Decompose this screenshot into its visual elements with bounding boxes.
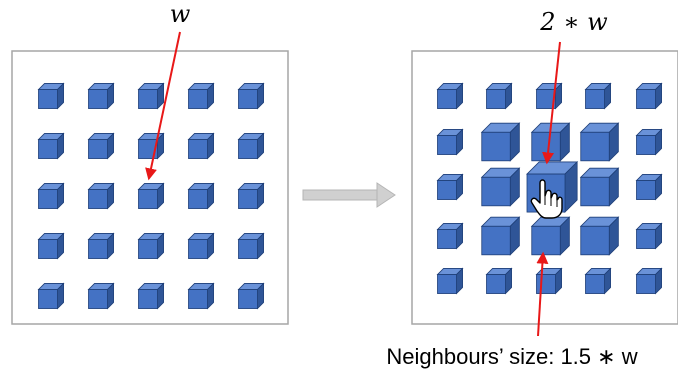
cube-left — [37, 132, 65, 160]
cube-neighbour — [530, 122, 571, 162]
cube-right — [584, 82, 612, 110]
cube-left — [237, 132, 265, 160]
cube-neighbour — [480, 216, 521, 256]
cube-left — [87, 82, 115, 110]
cube-neighbour — [579, 216, 620, 256]
cube-left — [237, 282, 265, 310]
cube-right — [485, 267, 513, 295]
cube-left — [37, 282, 65, 310]
cube-right — [635, 222, 663, 250]
cube-right — [635, 82, 663, 110]
cube-neighbour — [579, 167, 620, 207]
cube-left — [37, 232, 65, 260]
cube-left — [137, 282, 165, 310]
cube-left — [237, 82, 265, 110]
cube-left — [187, 232, 215, 260]
cube-right — [485, 82, 513, 110]
cube-right — [436, 222, 464, 250]
cube-right — [635, 267, 663, 295]
cube-left — [137, 132, 165, 160]
cube-left — [87, 282, 115, 310]
right-arrow-icon — [302, 182, 396, 208]
cube-left — [187, 182, 215, 210]
cube-left — [187, 82, 215, 110]
cube-left — [137, 232, 165, 260]
cube-right — [635, 173, 663, 201]
cube-right — [436, 173, 464, 201]
cube-right — [584, 267, 612, 295]
cube-neighbour — [530, 216, 571, 256]
left-cube-grid — [37, 82, 265, 310]
right-width-label: 2 ∗ w — [539, 8, 608, 36]
cube-left — [237, 182, 265, 210]
cube-left — [137, 82, 165, 110]
left-pointer-arrow — [145, 31, 181, 181]
cube-right — [535, 82, 563, 110]
left-width-label: w — [170, 0, 191, 28]
cube-left — [37, 182, 65, 210]
cube-right — [635, 128, 663, 156]
neighbour-pointer-arrow — [536, 251, 549, 337]
cube-neighbour — [480, 122, 521, 162]
right-cube-grid — [436, 82, 663, 295]
cube-left — [87, 132, 115, 160]
cube-right — [436, 267, 464, 295]
cube-right — [436, 82, 464, 110]
cube-left — [187, 282, 215, 310]
cube-right — [436, 128, 464, 156]
cube-left — [87, 232, 115, 260]
cube-left — [37, 82, 65, 110]
cube-left — [187, 132, 215, 160]
cube-left — [237, 232, 265, 260]
hand-pointer-icon — [530, 179, 563, 219]
cube-neighbour — [480, 167, 521, 207]
center-pointer-arrow — [542, 41, 561, 165]
cube-neighbour — [579, 122, 620, 162]
cube-left — [137, 182, 165, 210]
neighbour-size-caption: Neighbours’ size: 1.5 ∗ w — [386, 344, 637, 369]
cube-left — [87, 182, 115, 210]
